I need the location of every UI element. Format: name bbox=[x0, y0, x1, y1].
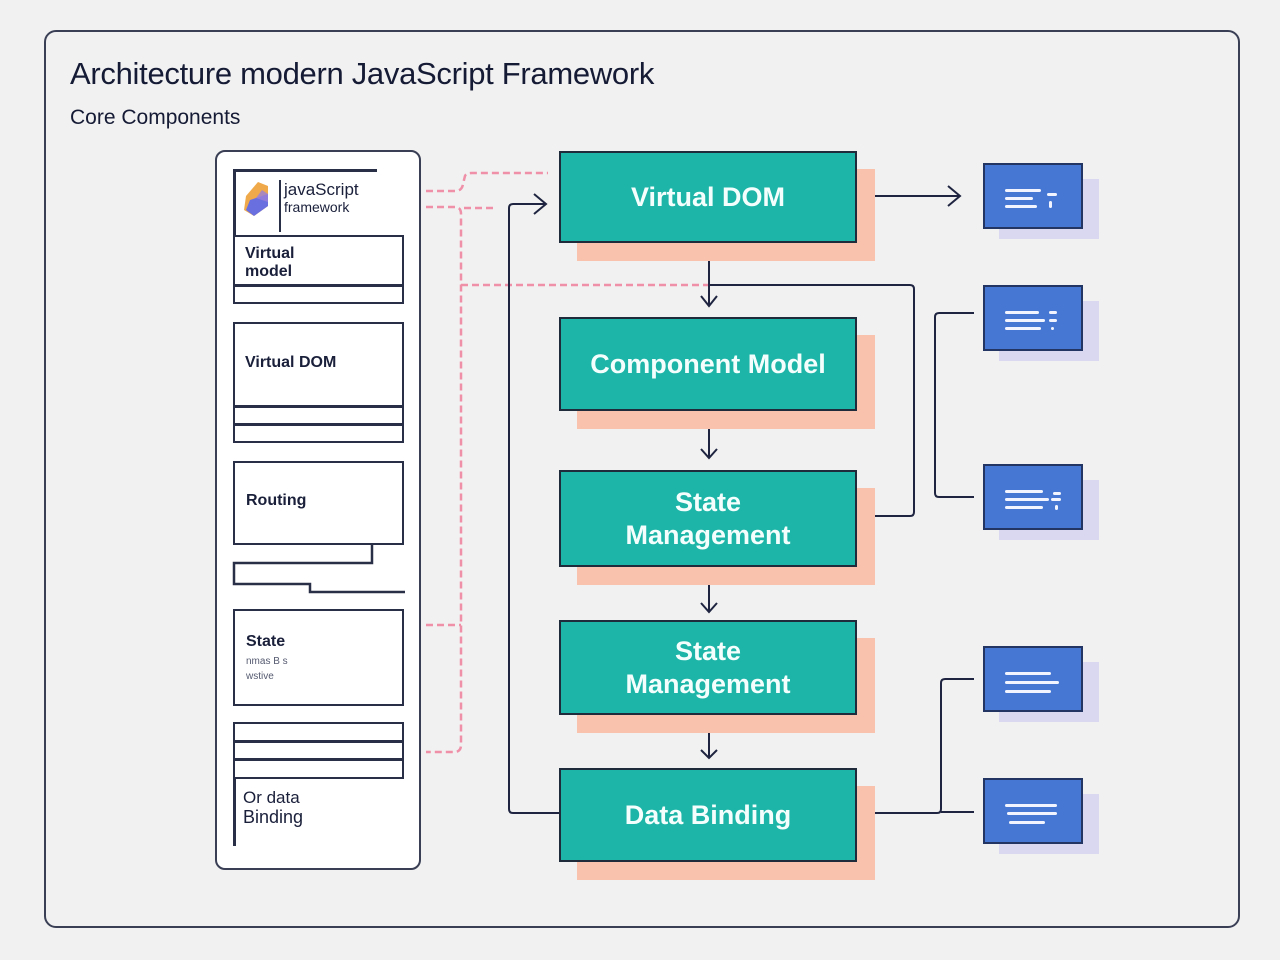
flow-node-virtual-dom[interactable]: Virtual DOM bbox=[559, 151, 875, 261]
panel-divider bbox=[233, 284, 404, 287]
node-label: Component Model bbox=[559, 317, 857, 411]
diagram-frame bbox=[44, 30, 1240, 928]
node-label: Virtual DOM bbox=[559, 151, 857, 243]
logo-subtext: framework bbox=[284, 199, 350, 215]
document-icon bbox=[983, 778, 1083, 844]
node-label: State Management bbox=[559, 470, 857, 567]
panel-item-sublabel: wstive bbox=[246, 671, 274, 682]
panel-item-sublabel: nmas B s bbox=[246, 656, 288, 667]
panel-item-virtual-dom[interactable] bbox=[233, 322, 404, 443]
panel-item-label: Routing bbox=[246, 492, 307, 509]
panel-divider bbox=[233, 758, 404, 761]
document-icon bbox=[983, 285, 1083, 351]
panel-divider bbox=[233, 423, 404, 426]
document-icon bbox=[983, 464, 1083, 530]
panel-item-placeholder[interactable] bbox=[233, 722, 404, 779]
document-icon bbox=[983, 163, 1083, 229]
node-label: State Management bbox=[559, 620, 857, 715]
panel-item-label: State bbox=[246, 633, 286, 650]
panel-item-label: Or data bbox=[243, 788, 300, 807]
panel-divider bbox=[233, 778, 236, 846]
flow-node-data-binding[interactable]: Data Binding bbox=[559, 768, 875, 880]
output-document[interactable] bbox=[983, 163, 1099, 239]
panel-divider bbox=[233, 169, 236, 237]
panel-divider bbox=[233, 405, 404, 408]
panel-item-label: Virtual bbox=[245, 245, 295, 262]
panel-item-state[interactable] bbox=[233, 609, 404, 706]
panel-divider bbox=[233, 740, 404, 743]
flow-node-state-management[interactable]: State Management bbox=[559, 470, 875, 585]
flow-node-state-management-2[interactable]: State Management bbox=[559, 620, 875, 733]
panel-item-label: Virtual DOM bbox=[245, 354, 337, 371]
output-document[interactable] bbox=[983, 285, 1099, 361]
output-document[interactable] bbox=[983, 464, 1099, 540]
panel-item-virtual-model[interactable] bbox=[233, 235, 404, 304]
logo-text: javaScript bbox=[284, 180, 359, 199]
javascript-logo-icon bbox=[244, 182, 268, 216]
node-label: Data Binding bbox=[559, 768, 857, 862]
page-subtitle: Core Components bbox=[70, 106, 241, 129]
output-document[interactable] bbox=[983, 778, 1099, 854]
logo-divider bbox=[279, 180, 281, 232]
flow-node-component-model[interactable]: Component Model bbox=[559, 317, 875, 429]
panel-item-label: Binding bbox=[243, 807, 304, 827]
document-icon bbox=[983, 646, 1083, 712]
page-title: Architecture modern JavaScript Framework bbox=[70, 56, 655, 91]
panel-item-label: model bbox=[245, 263, 293, 280]
output-document[interactable] bbox=[983, 646, 1099, 722]
panel-divider bbox=[233, 169, 377, 172]
